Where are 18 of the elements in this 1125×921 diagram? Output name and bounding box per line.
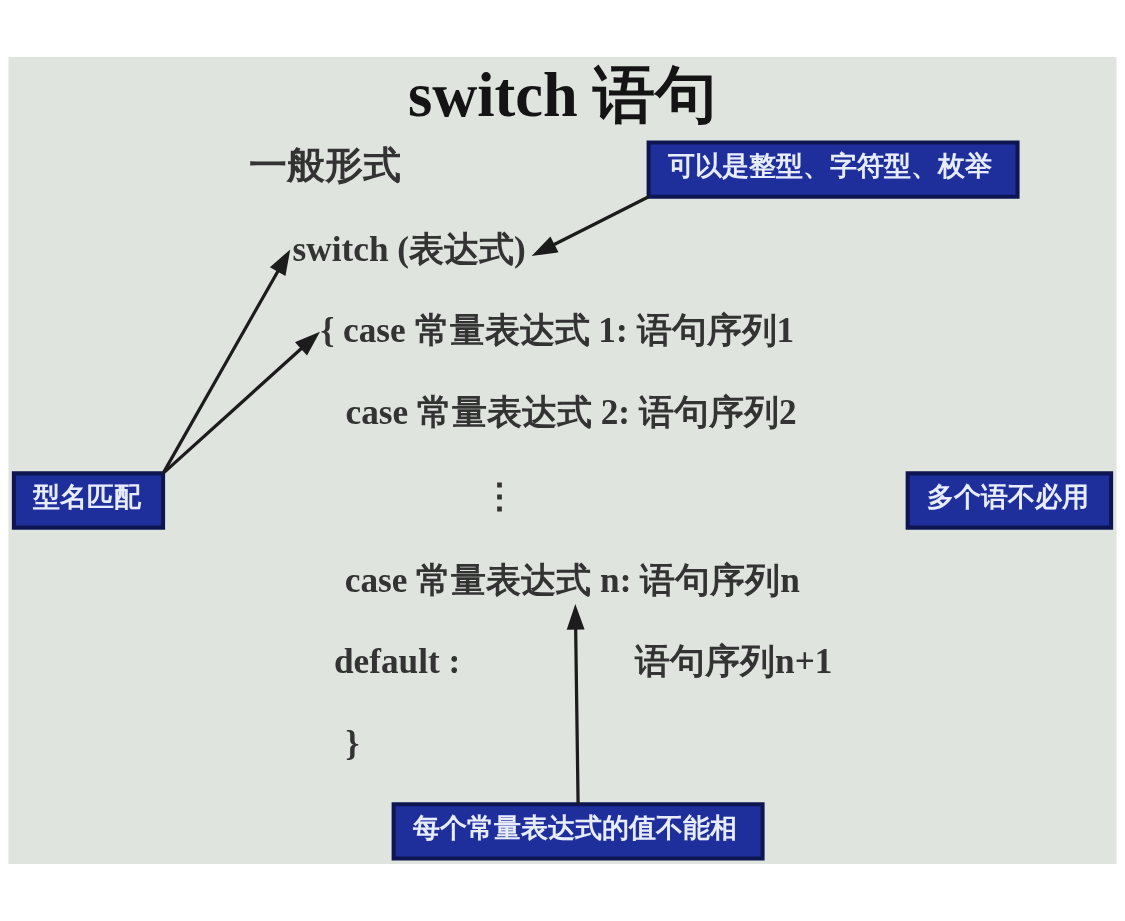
label: 语句序列n+1 [635,642,833,682]
label: case 常量表达式 2: 语句序列2 [345,392,797,432]
node-box: 型名匹配 [11,471,166,530]
node-text: { case 常量表达式 1: 语句序列1 [320,311,795,351]
arrow [566,604,585,805]
arrow [161,249,291,475]
label: } [345,723,360,763]
node-text: case 常量表达式 n: 语句序列n [344,560,800,600]
diagram-title: switch 语句 [407,60,718,130]
node-box: 多个语不必用 [905,471,1114,530]
label: default : [333,642,461,682]
arrow [161,331,320,475]
node-box: 可以是整型、字符型、枚举 [646,140,1020,199]
node-text: switch (表达式) [292,229,526,269]
node-box: 每个常量表达式的值不能相 [391,802,765,861]
label: 一般形式 [248,143,401,186]
arrow [531,195,650,256]
label: ⋮ [482,476,518,516]
